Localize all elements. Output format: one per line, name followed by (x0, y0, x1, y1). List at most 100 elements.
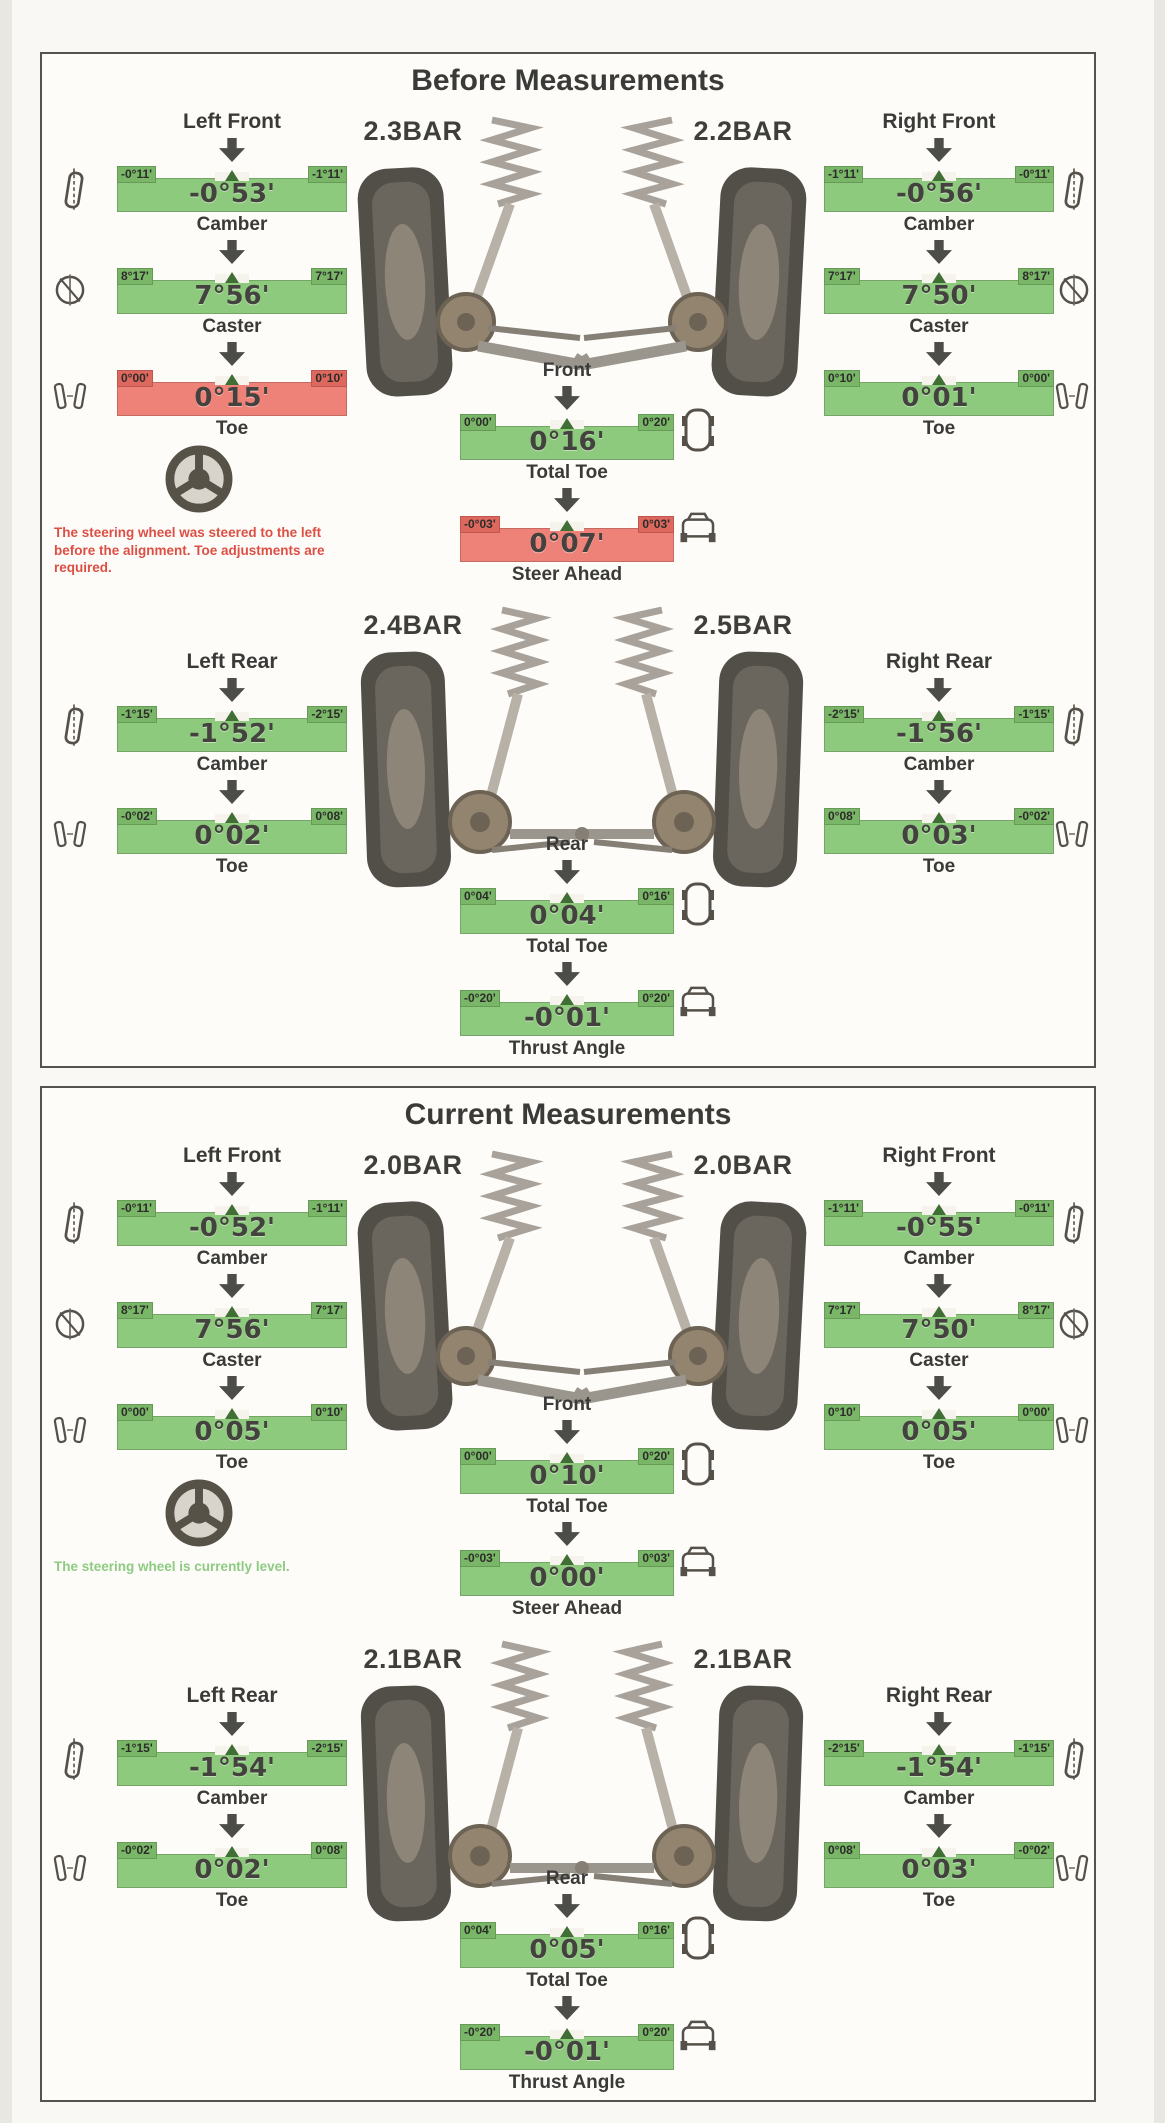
gauge-bar: -2°15'-1°15'-1°54' (824, 1740, 1054, 1786)
gauge-lr-toe: -0°02'0°08'0°02' Toe (117, 808, 347, 878)
axle-label: Front (542, 360, 592, 381)
gauge-pointer-icon (225, 272, 239, 283)
spec-limit-left: 7°17' (824, 1302, 860, 1319)
gauge-thrust-angle: -0°20'0°20'-0°01' Thrust Angle (460, 2024, 674, 2094)
gauge-bar: -1°11'-0°11'-0°56' (824, 166, 1054, 212)
gauge-value: -1°54' (188, 1753, 276, 1783)
toe-icon (52, 810, 88, 858)
spec-limit-right: 0°16' (638, 1922, 674, 1939)
down-arrow-icon (554, 488, 580, 512)
gauge-bar: 0°04'0°16'0°05' (460, 1922, 674, 1968)
gauge-label: Toe (922, 418, 956, 439)
gauge-bar: -0°02'0°08'0°02' (117, 1842, 347, 1888)
vehicle-rear-icon (678, 978, 718, 1026)
down-arrow-icon (926, 1376, 952, 1400)
spec-limit-left: 0°10' (824, 370, 860, 387)
gauge-bar: 0°04'0°16'0°04' (460, 888, 674, 934)
gauge-pointer-icon (225, 170, 239, 181)
camber-icon (1056, 702, 1092, 750)
gauge-label: Toe (215, 856, 249, 877)
right-rear-gauge-column: Right Rear -2°15'-1°15'-1°56' Camber 0°0… (824, 650, 1054, 878)
gauge-lf-toe: 0°00'0°10'0°05' Toe (117, 1404, 347, 1474)
gauge-pointer-icon (932, 812, 946, 823)
spec-limit-right: -1°15' (1014, 1740, 1054, 1757)
gauge-label: Toe (215, 1452, 249, 1473)
vehicle-rear-icon (678, 1538, 718, 1586)
spec-limit-left: -0°11' (117, 166, 157, 183)
gauge-pointer-icon (225, 1846, 239, 1857)
gauge-lf-camber: -0°11'-1°11'-0°52' Camber (117, 1200, 347, 1270)
toe-icon (52, 1406, 88, 1454)
gauge-label: Camber (903, 214, 975, 235)
vehicle-top-icon (678, 880, 718, 928)
right-front-tire-pressure: 2.2BAR (693, 116, 793, 146)
spec-limit-right: -2°15' (307, 1740, 347, 1757)
down-arrow-icon (926, 240, 952, 264)
spec-limit-left: -0°20' (460, 990, 500, 1007)
gauge-thrust-angle: -0°20'0°20'-0°01' Thrust Angle (460, 990, 674, 1060)
wheel-position-label: Left Rear (186, 1684, 278, 1707)
spec-limit-left: 0°08' (824, 1842, 860, 1859)
gauge-bar: -1°11'-0°11'-0°55' (824, 1200, 1054, 1246)
down-arrow-icon (926, 780, 952, 804)
toe-icon (52, 372, 88, 420)
gauge-label: Total Toe (526, 936, 608, 957)
down-arrow-icon (926, 342, 952, 366)
down-arrow-icon (554, 386, 580, 410)
camber-icon (1056, 1200, 1092, 1248)
gauge-label: Caster (909, 1350, 969, 1371)
gauge-value: 0°04' (529, 901, 605, 931)
gauge-rf-camber: -1°11'-0°11'-0°55' Camber (824, 1200, 1054, 1270)
spec-limit-right: 0°03' (638, 1550, 674, 1567)
gauge-value: 0°02' (194, 1855, 270, 1885)
down-arrow-icon (219, 678, 245, 702)
gauge-pointer-icon (932, 272, 946, 283)
gauge-rf-toe: 0°10'0°00'0°05' Toe (824, 1404, 1054, 1474)
gauge-label: Caster (909, 316, 969, 337)
spec-limit-left: -0°20' (460, 2024, 500, 2041)
gauge-value: 7°56' (194, 1315, 270, 1345)
down-arrow-icon (219, 1814, 245, 1838)
toe-icon (1054, 810, 1090, 858)
camber-icon (56, 166, 92, 214)
spec-limit-right: 0°10' (311, 370, 347, 387)
spec-limit-left: -1°11' (824, 1200, 864, 1217)
gauge-label: Camber (196, 754, 268, 775)
gauge-pointer-icon (225, 1744, 239, 1755)
gauge-label: Camber (903, 754, 975, 775)
steering-wheel-icon (162, 442, 236, 516)
vehicle-top-icon (678, 406, 718, 454)
down-arrow-icon (926, 678, 952, 702)
vehicle-rear-icon (678, 504, 718, 552)
gauge-value: 0°00' (529, 1563, 605, 1593)
gauge-label: Camber (196, 214, 268, 235)
spec-limit-left: -1°15' (117, 706, 157, 723)
down-arrow-icon (926, 1712, 952, 1736)
vehicle-top-icon (678, 1440, 718, 1488)
gauge-value: 7°50' (901, 1315, 977, 1345)
gauge-rear-total-toe: 0°04'0°16'0°05' Total Toe (460, 1922, 674, 1992)
spec-limit-right: 8°17' (1018, 1302, 1054, 1319)
gauge-lr-toe: -0°02'0°08'0°02' Toe (117, 1842, 347, 1912)
spec-limit-left: 7°17' (824, 268, 860, 285)
gauge-label: Caster (202, 1350, 262, 1371)
down-arrow-icon (219, 138, 245, 162)
spec-limit-right: 0°16' (638, 888, 674, 905)
gauge-pointer-icon (932, 1306, 946, 1317)
spec-limit-right: 0°00' (1018, 370, 1054, 387)
gauge-pointer-icon (560, 1452, 574, 1463)
gauge-bar: -0°20'0°20'-0°01' (460, 2024, 674, 2070)
gauge-pointer-icon (932, 1846, 946, 1857)
gauge-lr-camber: -1°15'-2°15'-1°52' Camber (117, 706, 347, 776)
gauge-value: -0°01' (523, 1003, 611, 1033)
gauge-lf-caster: 8°17'7°17'7°56' Caster (117, 1302, 347, 1372)
gauge-bar: 0°00'0°20'0°10' (460, 1448, 674, 1494)
gauge-label: Toe (922, 1890, 956, 1911)
spec-limit-left: -0°03' (460, 516, 500, 533)
gauge-pointer-icon (225, 1408, 239, 1419)
left-front-tire-pressure: 2.0BAR (363, 1150, 463, 1180)
axle-label: Rear (545, 1868, 589, 1889)
gauge-pointer-icon (932, 170, 946, 181)
gauge-bar: -0°02'0°08'0°02' (117, 808, 347, 854)
gauge-value: -0°56' (895, 179, 983, 209)
